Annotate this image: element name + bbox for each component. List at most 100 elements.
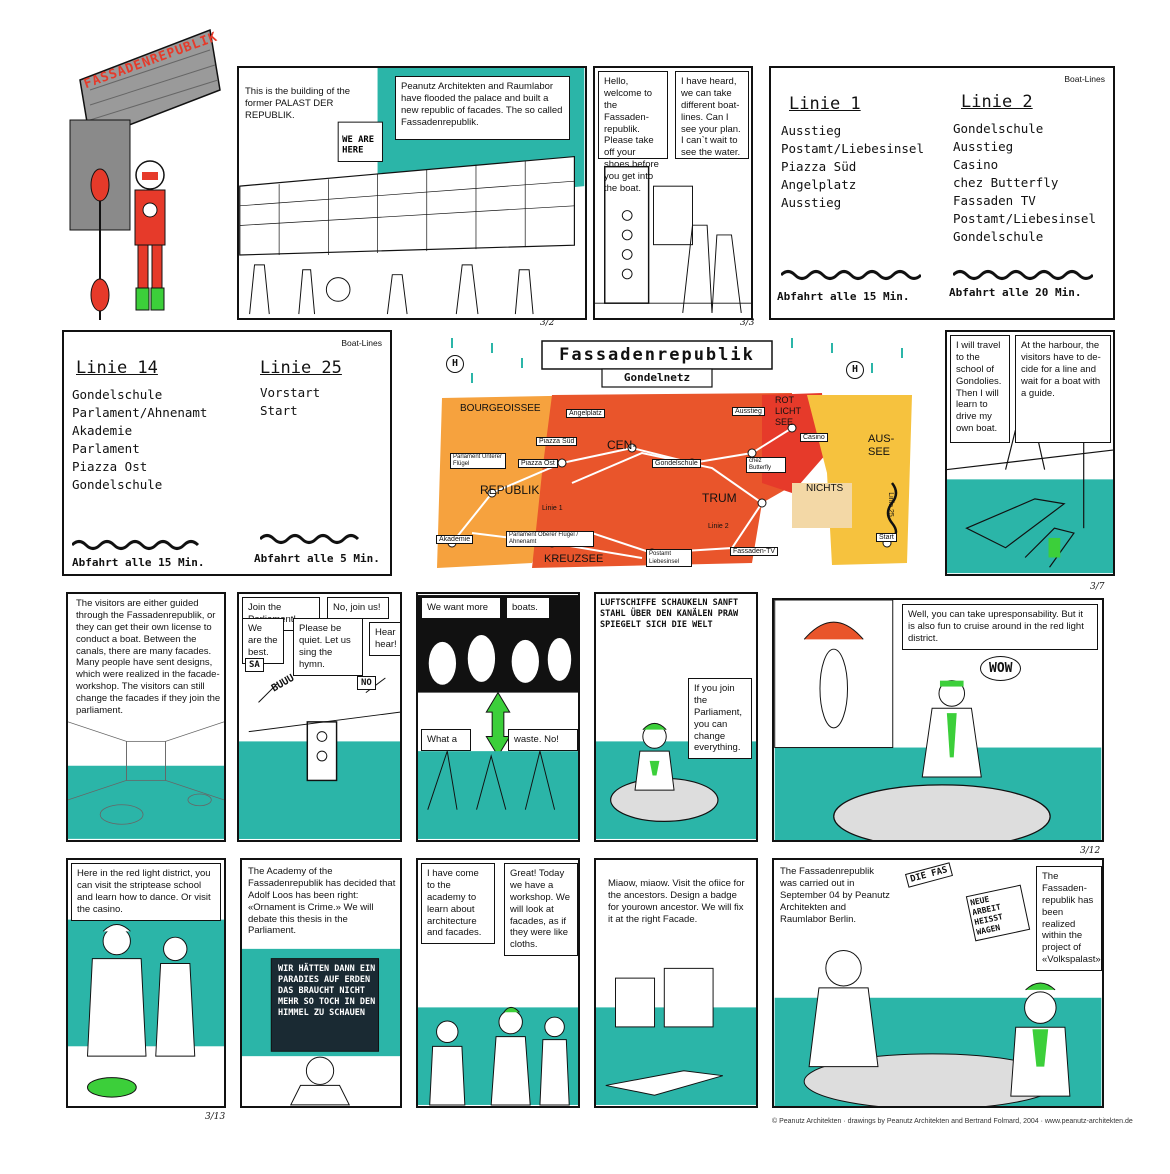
stop-parlament-unterer: Parlament Unterer Flügel [450,453,506,469]
boatlines-header: Boat-Lines [1064,74,1105,84]
join-us-bubble: No, join us! [327,597,389,619]
map-subtitle: Gondelnetz [623,371,691,384]
harbour-left-icon: H [446,355,464,373]
panel-academy: The Academy of the Fassadenrepublik has … [240,858,402,1108]
panel-credits: The Fassadenrepublik was carried out in … [772,858,1104,1108]
hymn-bubble: Please be quiet. Let us sing the hymn. [293,618,363,676]
wave-icon [953,270,1093,280]
line-label-1: Linie 1 [542,505,563,512]
stop-fassaden-tv: Fassaden-TV [730,547,779,556]
waste-bubble: waste. No! [508,729,578,751]
join-parliament-bubble: If you join the Parliament, you can chan… [688,678,752,760]
stop-akademie: Akademie [436,535,474,544]
panel-visitors: The visitors are either guided through t… [66,592,226,842]
red-light-district-bubble: Here in the red light district, you can … [71,863,221,921]
panel-red-light: Well, you can take upresponsability. But… [772,598,1104,842]
boats-bubble: boats. [506,597,550,619]
linie25-abfahrt: Abfahrt alle 5 Min. [254,552,380,565]
region-rotlichtsee: ROT LICHT SEE [775,395,801,427]
page-number: 3/3 [740,318,755,328]
welcome-drawing [595,165,751,313]
linie2-title: Linie 2 [961,92,1033,112]
harbour-drawing [947,424,1113,574]
panel-boatlines-1: Boat-Lines Linie 1 Ausstieg Postamt/Lieb… [769,66,1115,320]
parliament-drawing [239,677,400,839]
gondola-school-bubble: I will travel to the school of Gondolies… [950,335,1010,443]
protest-drawing [418,595,578,839]
panel-boatlines-2: Boat-Lines Linie 14 Gondelschule Parlame… [62,330,392,576]
boatlines-header: Boat-Lines [341,338,382,348]
wave-icon [260,534,360,544]
credits-caption: The Fassadenrepublik was carried out in … [780,866,890,925]
stop-ausstieg: Ausstieg [732,407,765,416]
page-number: 3/12 [1080,846,1101,856]
line-label-2: Linie 2 [708,523,729,530]
svg-text:WE ARE: WE ARE [342,135,374,145]
panel-boat-song: LUFTSCHIFFE SCHAUKELN SANFT STAHL ÜBER D… [594,592,758,842]
harbour-right-icon: H [846,361,864,379]
palast-caption: This is the building of the former PALAS… [245,86,351,121]
responsibility-bubble: Well, you can take upresponsability. But… [902,604,1098,650]
linie2-stops: Gondelschule Ausstieg Casino chez Butter… [953,121,1096,244]
wave-icon [72,540,200,550]
stop-piazza-sud: Piazza Süd [536,437,578,446]
line-label-25: Linie 25 [886,492,894,517]
visitors-drawing [68,721,224,839]
linie14-title: Linie 14 [76,358,158,378]
linie1-title: Linie 1 [789,94,861,114]
wave-icon [781,270,921,280]
striptease-drawing [68,919,224,1105]
panel-workshop: I have come to the academy to learn abou… [416,858,580,1108]
stop-postamt: Postamt Liebesinsel [646,549,692,567]
want-boats-bubble: We want more [421,597,501,619]
stop-gondelschule: Gondelschule [652,459,701,468]
panel-harbour: I will travel to the school of Gondolies… [945,330,1115,576]
panel-ancestors: Miaow, miaow. Visit the ofiice for the a… [594,858,758,1108]
stop-parlament-oberer: Parlament Oberer Flügel / Ahnenamt [506,531,594,547]
credits-drawing [774,950,1102,1106]
chalkboard-text: WIR HÄTTEN DANN EIN PARADIES AUF ERDEN D… [278,964,376,1018]
region-aussee: AUS- SEE [868,433,895,458]
palast-bubble: Peanutz Architekten and Raumlabor have f… [395,76,570,140]
region-nichts: NICHTS [806,483,844,494]
we-are-best-bubble: We are the best. [242,618,284,664]
region-kreuzsee: KREUZSEE [544,553,604,565]
panel-boats-protest: We want more boats. What a waste. No! [416,592,580,842]
academy-drawing [242,948,400,1106]
linie25-stops: Vorstart Start [260,385,321,418]
region-bourgeoissee: BOURGEOISSEE [460,403,541,414]
svg-text:HERE: HERE [342,146,363,156]
linie25-title: Linie 25 [260,358,342,378]
stop-piazza-ost: Piazza Ost [518,459,558,468]
panel-palast: WE ARE HERE This is the building of the … [237,66,587,320]
page-number: 3/13 [205,1112,226,1122]
page-number: 3/2 [540,318,555,328]
protest-sign: NO [357,676,376,690]
boat-lines-bubble: I have heard, we can take different boat… [675,71,749,159]
ancestors-drawing [596,967,756,1105]
protest-sign: SA [245,658,264,672]
gondola-map: Fassadenrepublik Gondelnetz H H BOURGEOI… [432,333,920,581]
hear-bubble: Hear hear! [369,622,400,656]
song-lyrics: LUFTSCHIFFE SCHAUKELN SANFT STAHL ÜBER D… [600,598,739,630]
volkspalast-bubble: The Fassaden-republik has been realized … [1036,866,1102,971]
visitors-text: The visitors are either guided through t… [76,598,221,716]
map-title: Fassadenrepublik [559,345,755,365]
stop-start: Start [876,533,897,542]
workshop-bubble: Great! Today we have a workshop. We will… [504,863,578,957]
flag-figure: FASSADENREPUBLIK [60,20,230,320]
academy-caption: The Academy of the Fassadenrepublik has … [248,866,396,937]
region-republik: REPUBLIK [480,483,540,497]
region-trum: TRUM [702,491,737,505]
linie2-abfahrt: Abfahrt alle 20 Min. [949,286,1082,299]
linie14-stops: Gondelschule Parlament/Ahnenamt Akademie… [72,387,208,492]
panel-striptease: Here in the red light district, you can … [66,858,226,1108]
linie14-abfahrt: Abfahrt alle 15 Min. [72,556,205,569]
workshop-drawing [418,1006,578,1106]
welcome-bubble: Hello, welcome to the Fassaden-republik.… [598,71,668,194]
panel-parliament: Join the Parliament! No, join us! We are… [237,592,402,842]
stop-chez-butterfly: chez Butterfly [746,457,786,473]
flag-drawing [69,28,221,320]
stop-casino: Casino [800,433,828,442]
footer-credits: © Peanutz Architekten · drawings by Pean… [772,1118,1133,1125]
